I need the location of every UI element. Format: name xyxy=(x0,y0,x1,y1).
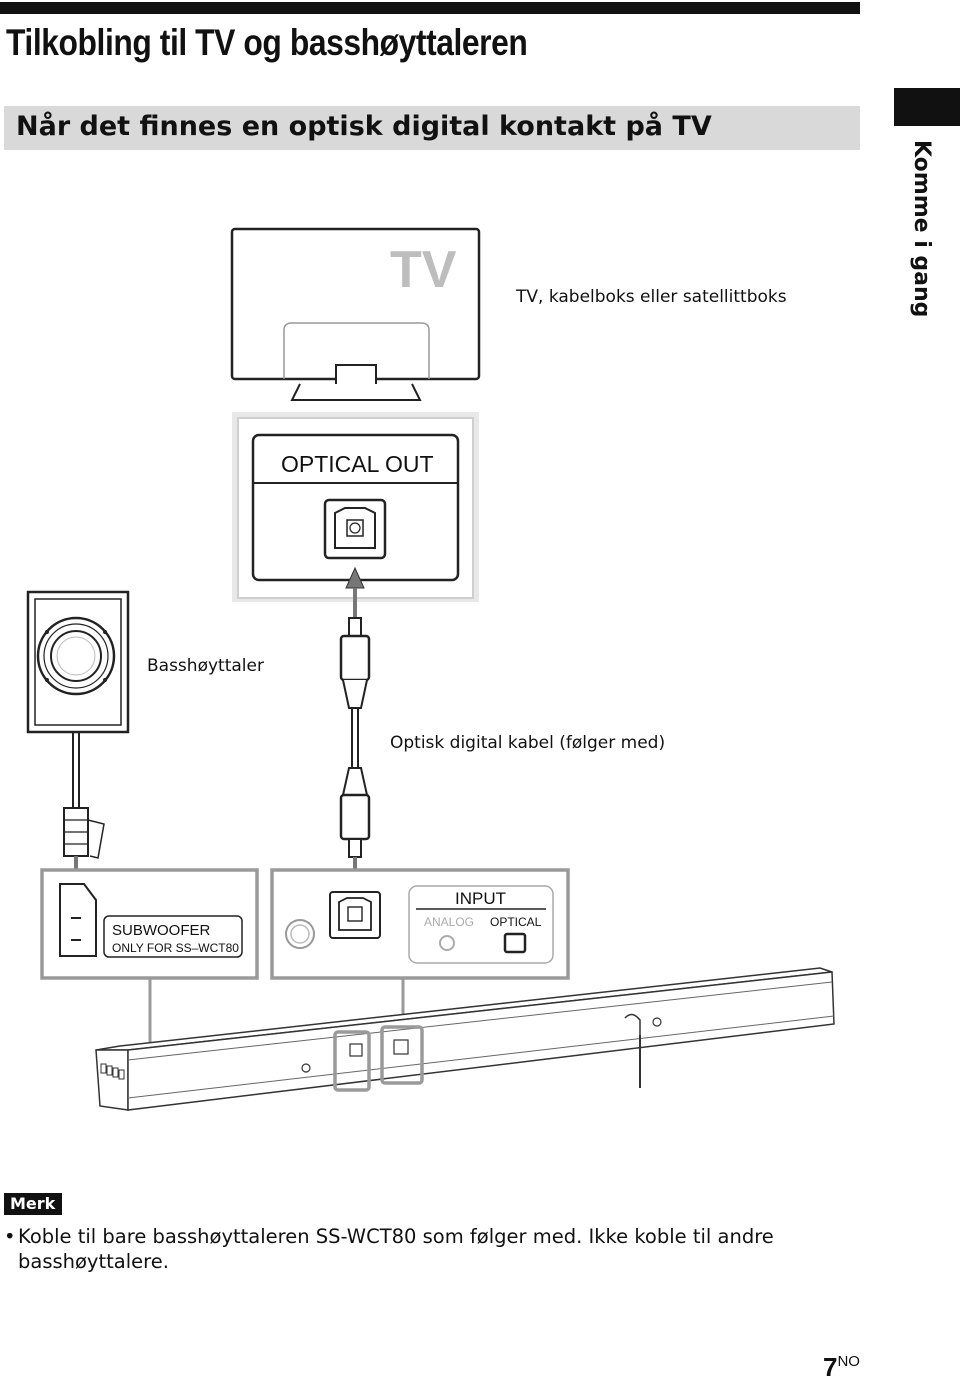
soundbar-illustration xyxy=(95,967,835,1111)
tv-illustration: TV xyxy=(230,227,481,401)
optical-cable xyxy=(339,566,371,910)
subwoofer-illustration xyxy=(26,590,130,914)
note-badge: Merk xyxy=(4,1193,62,1215)
subwoofer-port-panel: SUBWOOFER ONLY FOR SS–WCT80 xyxy=(40,868,259,980)
page-lang: NO xyxy=(837,1353,860,1370)
section-title: Når det finnes en optisk digital kontakt… xyxy=(16,111,712,142)
top-rule xyxy=(0,2,860,14)
page-number-value: 7 xyxy=(823,1352,838,1382)
page-number: 7NO xyxy=(823,1352,860,1383)
side-tab-marker xyxy=(894,88,960,126)
input-optical-label: OPTICAL xyxy=(490,915,542,929)
input-title: INPUT xyxy=(455,889,506,908)
page-title: Tilkobling til TV og basshøyttaleren xyxy=(6,22,528,63)
input-panel: INPUT ANALOG OPTICAL xyxy=(270,868,570,980)
section-header: Når det finnes en optisk digital kontakt… xyxy=(4,106,860,150)
note-badge-label: Merk xyxy=(10,1194,56,1213)
subwoofer-port-label: SUBWOOFER xyxy=(112,922,211,939)
tv-logo: TV xyxy=(390,241,457,299)
subwoofer-caption: Basshøyttaler xyxy=(147,656,264,676)
bullet: • xyxy=(4,1225,16,1248)
subwoofer-port-note: ONLY FOR SS–WCT80 xyxy=(112,941,239,955)
note-text: Koble til bare basshøyttaleren SS-WCT80 … xyxy=(18,1225,774,1273)
input-analog-label: ANALOG xyxy=(424,915,474,929)
cable-caption: Optisk digital kabel (følger med) xyxy=(390,733,666,753)
tv-caption: TV, kabelboks eller satellittboks xyxy=(516,287,787,307)
optical-out-label: OPTICAL OUT xyxy=(281,451,434,477)
